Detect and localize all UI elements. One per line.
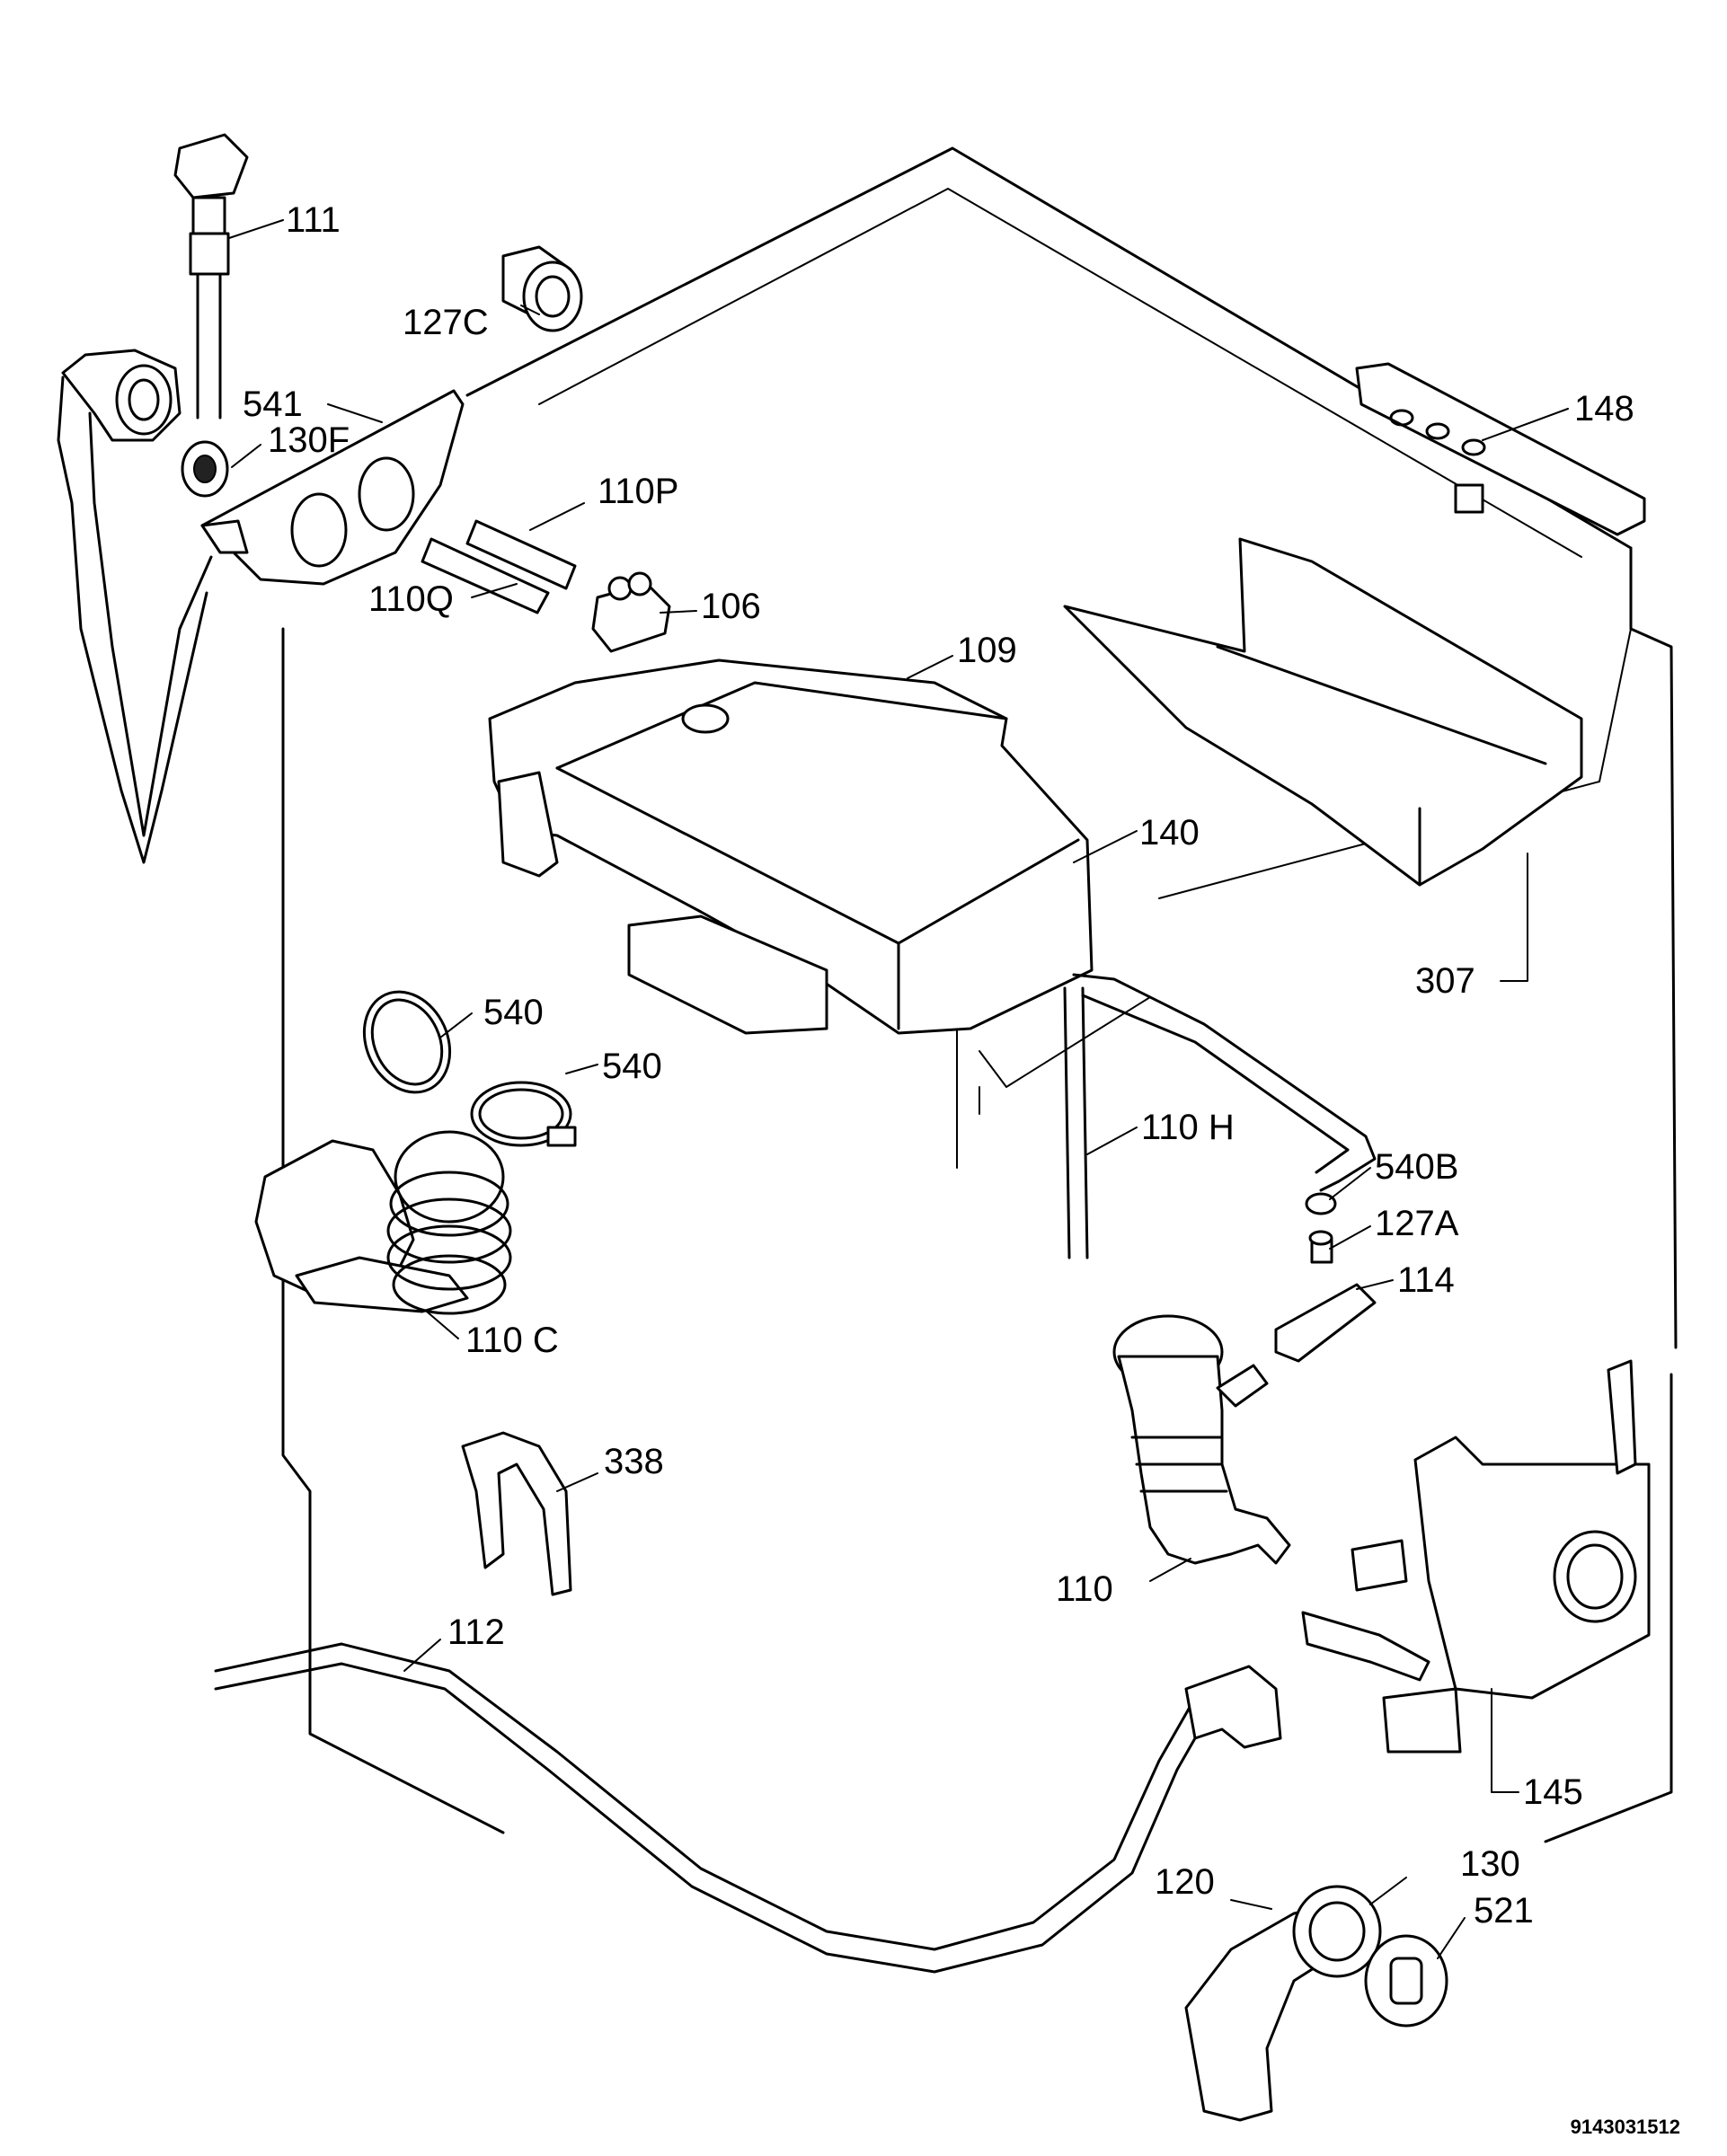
label-106: 106 [701, 587, 761, 626]
bellows-hose-110c [254, 1130, 512, 1315]
label-540-a: 540 [483, 993, 544, 1032]
leader-lines [228, 219, 1569, 1959]
label-145: 145 [1523, 1772, 1583, 1812]
label-148: 148 [1574, 389, 1634, 429]
label-130f: 130F [268, 420, 350, 460]
label-112: 112 [447, 1613, 505, 1652]
top-panel-148 [1355, 362, 1646, 536]
label-540-b: 540 [602, 1047, 662, 1086]
reference-code: 9143031512 [1571, 2116, 1680, 2138]
label-120: 120 [1155, 1862, 1215, 1902]
dispenser-housing-109 [488, 658, 1094, 1035]
hoses-110p-110q [421, 519, 577, 614]
label-110: 110 [1056, 1569, 1113, 1609]
label-140: 140 [1139, 813, 1200, 853]
part-labels: 111 127C 541 130F 110P 110Q 106 109 148 … [243, 200, 1634, 1931]
label-110p: 110P [598, 472, 678, 511]
label-127a: 127A [1375, 1204, 1459, 1243]
bracket-541 [200, 389, 465, 586]
drain-hose-112 [214, 1642, 1282, 1974]
filter-assembly-120 [1184, 1885, 1448, 2122]
inlet-hose-111 [57, 133, 249, 864]
filter-127c [501, 245, 583, 332]
small-parts [1274, 1192, 1377, 1363]
label-127c: 127C [403, 303, 489, 342]
label-114: 114 [1397, 1260, 1455, 1300]
label-110c: 110 C [465, 1321, 559, 1360]
label-540B: 540B [1375, 1147, 1458, 1187]
label-521: 521 [1474, 1891, 1534, 1931]
label-109: 109 [957, 631, 1017, 670]
washer-130f [181, 440, 229, 498]
label-130: 130 [1460, 1844, 1520, 1884]
drawer-307 [1063, 537, 1583, 887]
label-110h: 110 H [1141, 1108, 1235, 1147]
hose-110h [1063, 973, 1377, 1259]
label-541: 541 [243, 384, 303, 424]
label-110q: 110Q [368, 579, 454, 619]
clip-338 [461, 1431, 572, 1596]
sump-hose-110 [1112, 1314, 1291, 1565]
label-307: 307 [1415, 961, 1475, 1001]
pump-housing-145 [1301, 1359, 1651, 1754]
label-111: 111 [286, 200, 341, 240]
valve-106 [591, 571, 671, 653]
label-338: 338 [604, 1442, 664, 1481]
clamps-540 [362, 990, 577, 1147]
